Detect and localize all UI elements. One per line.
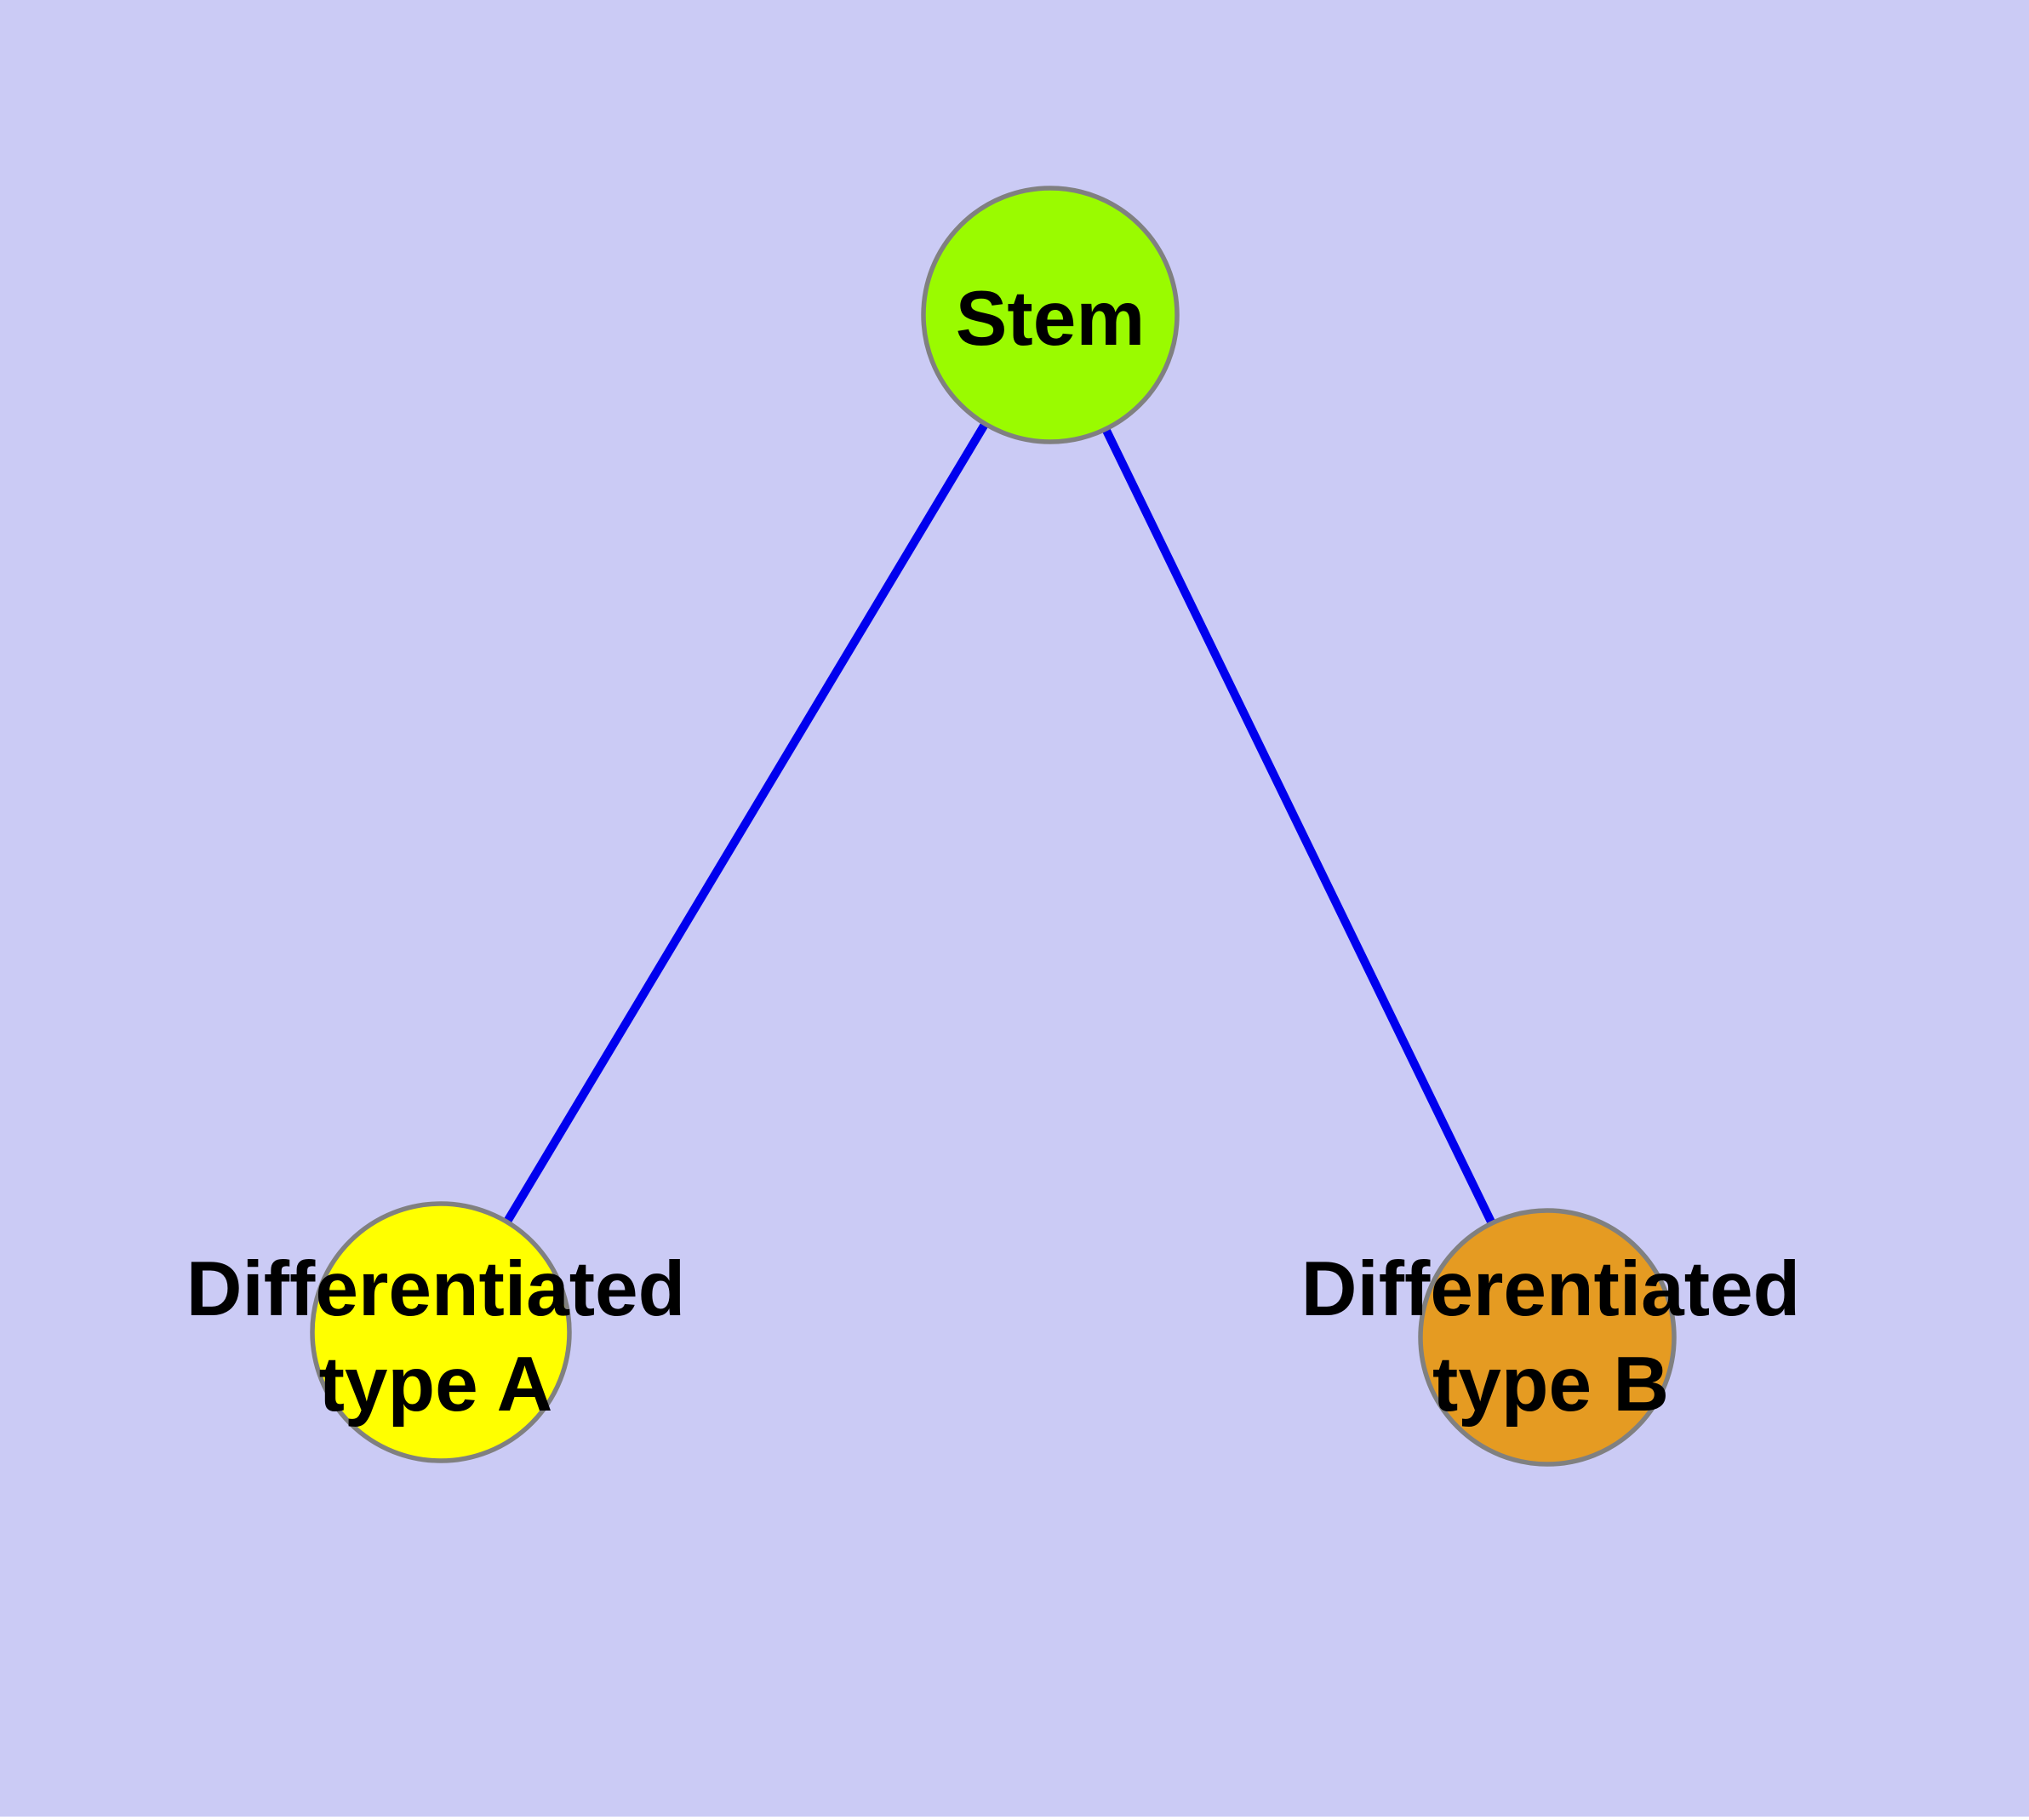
node-stem xyxy=(921,186,1180,444)
node-differentiated-type-a xyxy=(310,1201,572,1463)
edge-stem-to-type-b xyxy=(1046,312,1552,1340)
edge-stem-to-type-a xyxy=(437,312,1055,1335)
node-type-b-label-line2: type B xyxy=(1432,1342,1669,1428)
node-type-b-label-line1: Differentiated xyxy=(1301,1246,1801,1332)
node-type-a-label-line2: type A xyxy=(319,1342,553,1428)
node-type-a-label-line1: Differentiated xyxy=(186,1246,686,1332)
node-differentiated-type-b xyxy=(1418,1208,1677,1467)
node-stem-label: Stem xyxy=(956,276,1146,362)
